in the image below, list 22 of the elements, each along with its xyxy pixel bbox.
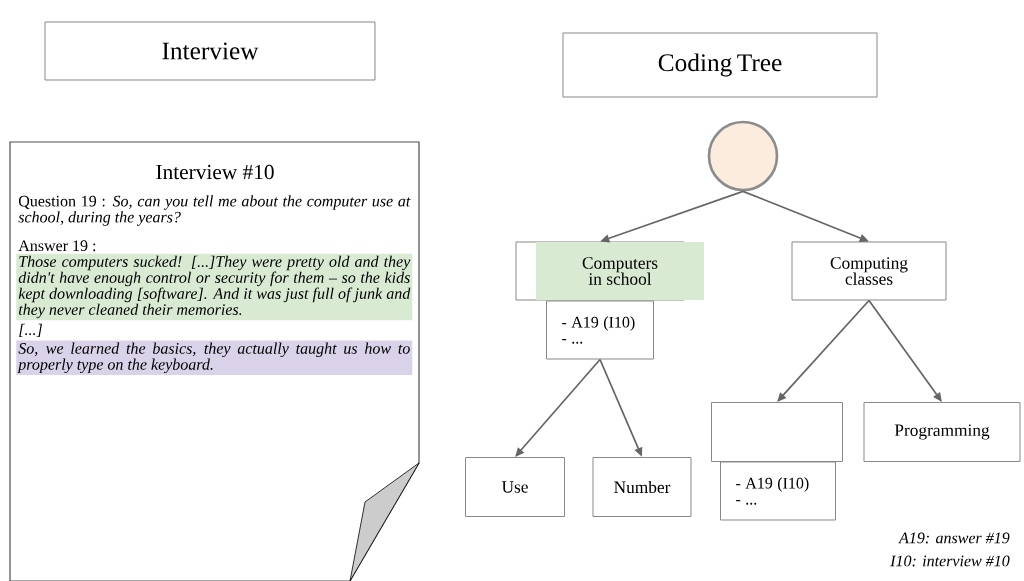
document-heading: Interview #10 [156, 164, 274, 180]
category-box: Computers in school [515, 241, 704, 301]
category-box [711, 402, 843, 462]
category-box: Number [592, 457, 692, 517]
answer-label: Answer 19 : [18, 240, 96, 252]
highlighted-passage: So, we learned the basics, they actually taught us how to properly type on the keyboard. [16, 340, 413, 376]
title-box: Interview [44, 21, 376, 81]
title-box: Coding Tree [562, 32, 878, 98]
arrow [515, 358, 601, 457]
category-box: Computing classes [791, 241, 947, 301]
reference-box: - A19 (I10) - ... [720, 461, 836, 521]
category-box: Programming [863, 402, 1021, 462]
question-text: Question 19 : So, can you tell me about the computer use at school, during the years? [18, 195, 411, 226]
ellipsis-text: [...] [19, 323, 42, 337]
arrow [777, 299, 870, 402]
reference-box: - A19 (I10) - ... [546, 300, 654, 360]
highlighted-passage: Those computers sucked! [...]They were pretty old and they didn't have enough control or security for them – so the kids kept downloading [software]. And it was just full of junk and they never cleaned their memories. [16, 253, 413, 321]
note-text: I10: interview #10 [890, 555, 1010, 567]
arrow [868, 299, 942, 402]
note-text: A19: answer #19 [898, 532, 1010, 544]
category-box: Use [465, 457, 565, 517]
root-circle [707, 120, 779, 192]
